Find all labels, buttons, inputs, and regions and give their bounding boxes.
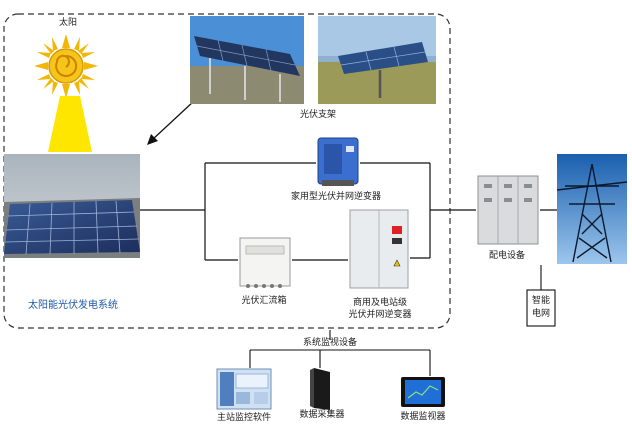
sun-ray-beam — [48, 96, 92, 152]
solar-mount-photo — [318, 16, 436, 104]
sun-icon — [34, 34, 98, 98]
monitor-software-icon — [216, 368, 272, 410]
smart-grid-label-2: 电网 — [531, 309, 551, 319]
data-collector-label: 数据采集器 — [299, 410, 345, 420]
commercial-inverter-label-2: 光伏并网逆变器 — [348, 310, 412, 320]
switchgear-icon — [477, 175, 539, 245]
inverter-icon — [317, 137, 359, 186]
monitoring-label: 系统监视设备 — [302, 338, 358, 348]
solar-panel-array — [4, 154, 140, 258]
mount-label: 光伏支架 — [299, 110, 337, 120]
system-name-label: 太阳能光伏发电系统 — [28, 300, 118, 311]
combiner-label: 光伏汇流箱 — [241, 296, 287, 306]
data-monitor-label: 数据监视器 — [400, 412, 446, 422]
smart-grid-label-1: 智能 — [531, 296, 551, 306]
home-inverter-label: 家用型光伏并网逆变器 — [290, 192, 382, 202]
host-software-label: 主站监控软件 — [216, 413, 272, 423]
cabinet-inverter-icon — [349, 209, 409, 289]
sun-label: 太阳 — [59, 18, 78, 28]
distribution-label: 配电设备 — [488, 251, 526, 261]
data-collector-icon — [310, 368, 330, 410]
commercial-inverter-label-1: 商用及电站级 — [352, 298, 408, 308]
display-monitor-icon — [401, 377, 445, 407]
solar-mount-photo — [190, 16, 304, 104]
combiner-box-icon — [239, 237, 291, 288]
transmission-tower-icon — [557, 154, 627, 264]
